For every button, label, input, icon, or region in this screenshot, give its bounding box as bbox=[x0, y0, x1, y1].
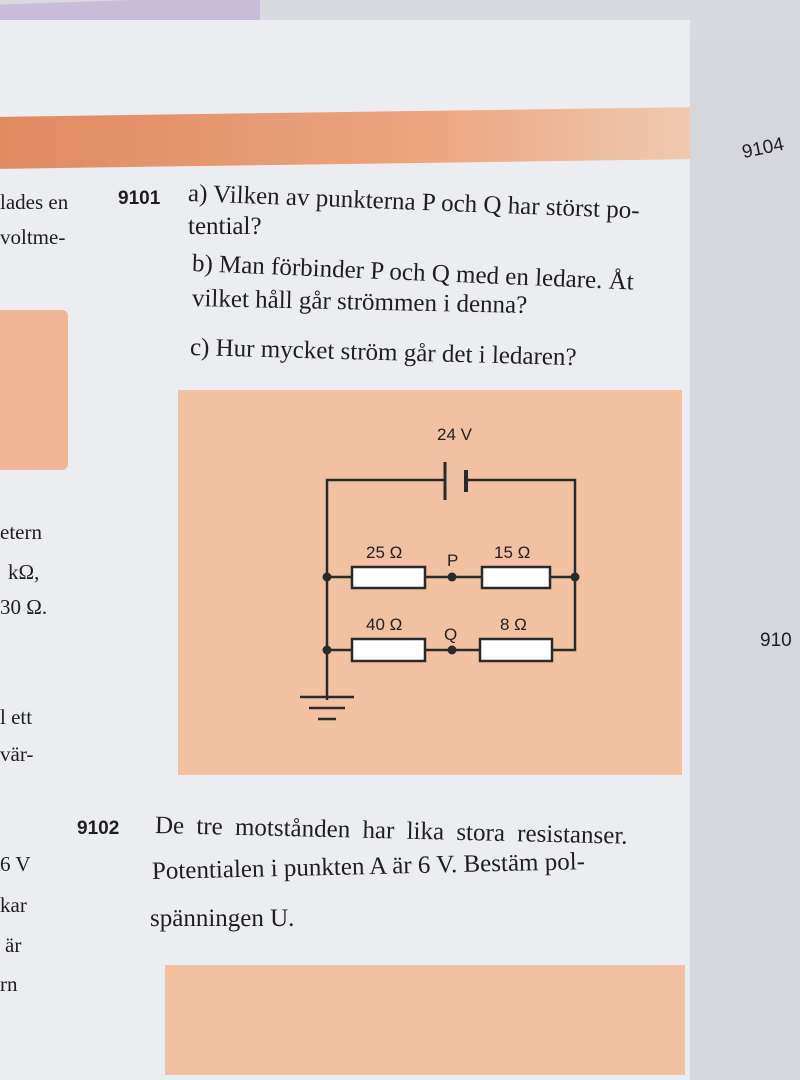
right-problem-number: 910 bbox=[760, 630, 792, 651]
problem-text: spänningen U. bbox=[150, 905, 295, 932]
figure-box bbox=[165, 965, 685, 1075]
problem-number: 9102 bbox=[77, 818, 120, 839]
voltage-label: 24 V bbox=[437, 425, 473, 444]
wire-left bbox=[325, 478, 445, 700]
margin-text: 30 Ω. bbox=[0, 595, 48, 619]
node bbox=[322, 645, 332, 655]
resistor-8 bbox=[478, 637, 554, 663]
node bbox=[322, 572, 332, 582]
node-label-p: P bbox=[447, 551, 458, 570]
resistor-15 bbox=[480, 565, 552, 590]
resistor-40 bbox=[350, 637, 427, 663]
circuit-figure-box bbox=[178, 390, 682, 775]
question-a-cont: tential? bbox=[188, 213, 262, 240]
wire-right bbox=[468, 478, 577, 652]
node-label-q: Q bbox=[444, 625, 457, 644]
resistor-label: 40 Ω bbox=[366, 615, 402, 634]
margin-text: lades en bbox=[0, 190, 69, 214]
margin-text: rn bbox=[0, 972, 18, 996]
node-q bbox=[447, 645, 457, 655]
margin-text: 6 V bbox=[0, 852, 31, 876]
margin-text: kar bbox=[0, 893, 27, 917]
margin-text: vär- bbox=[0, 742, 34, 766]
problem-number: 9101 bbox=[118, 188, 161, 209]
right-page bbox=[690, 40, 800, 1080]
resistor-25 bbox=[350, 565, 427, 590]
margin-text: voltme- bbox=[0, 225, 66, 249]
margin-figure-box bbox=[0, 310, 68, 470]
ground-symbol bbox=[300, 695, 354, 721]
node-p bbox=[447, 572, 457, 582]
margin-text: l ett bbox=[0, 705, 33, 729]
resistor-label: 15 Ω bbox=[494, 543, 530, 562]
resistor-label: 25 Ω bbox=[366, 543, 402, 562]
node bbox=[570, 572, 580, 582]
margin-text: är bbox=[5, 933, 22, 957]
margin-text: kΩ, bbox=[8, 560, 40, 584]
resistor-label: 8 Ω bbox=[500, 615, 527, 634]
margin-text: etern bbox=[0, 520, 42, 544]
